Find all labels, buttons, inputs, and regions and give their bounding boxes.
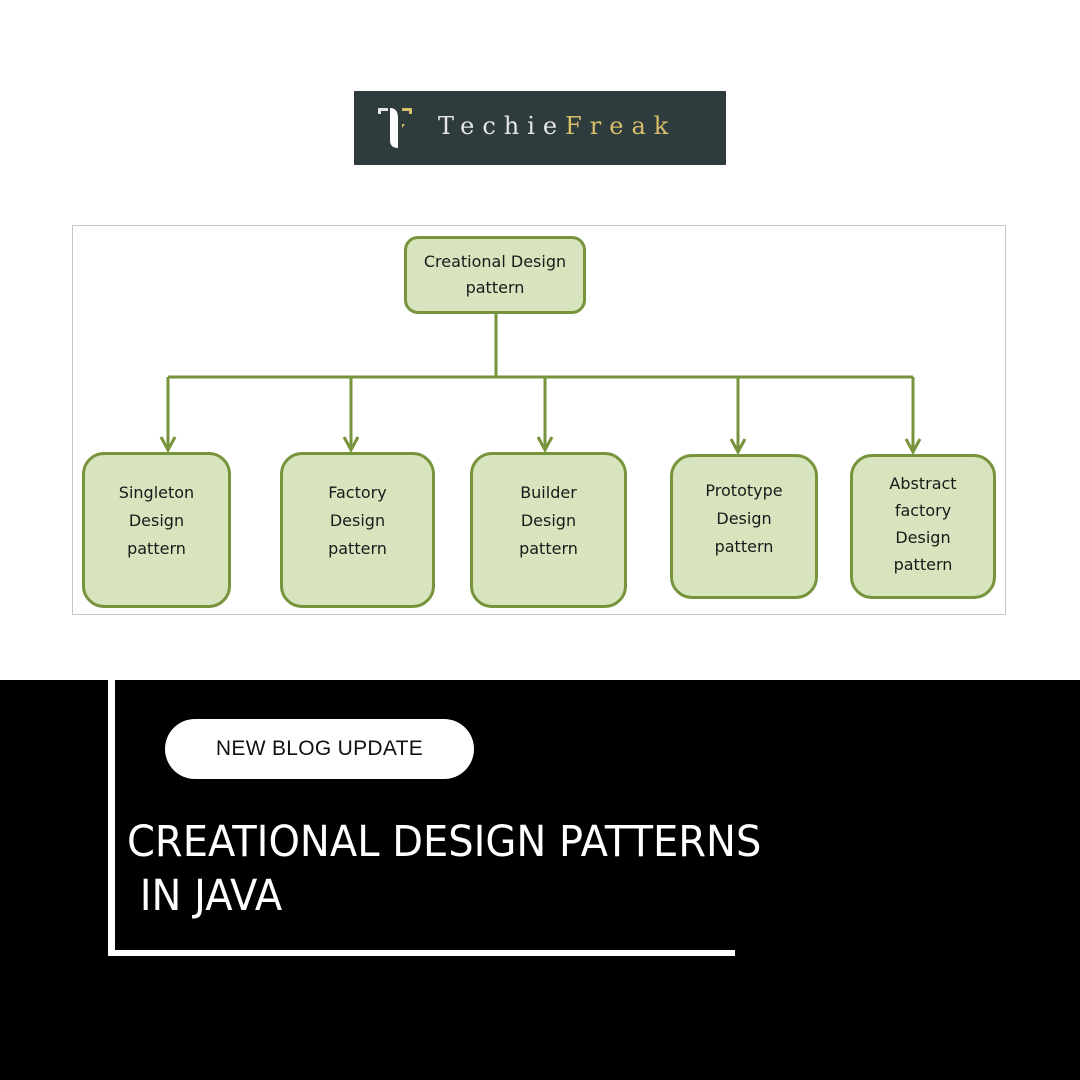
- node-builder: Builder Design pattern: [470, 452, 627, 608]
- node-factory: Factory Design pattern: [280, 452, 435, 608]
- new-blog-update-badge: NEW BLOG UPDATE: [165, 719, 474, 779]
- badge-label: NEW BLOG UPDATE: [215, 737, 424, 760]
- frame-line-vertical: [108, 680, 115, 956]
- page-title: CREATIONAL DESIGN PATTERNS IN JAVA: [127, 817, 762, 921]
- logo-text-techie: Techie: [438, 112, 566, 140]
- node-label: Factory Design pattern: [328, 483, 387, 558]
- node-label: Singleton Design pattern: [118, 483, 195, 558]
- node-creational-design-pattern: Creational Design pattern: [404, 236, 586, 314]
- logo-text: TechieFreak: [438, 111, 676, 141]
- logo-t-icon: [378, 108, 412, 148]
- node-singleton: Singleton Design pattern: [82, 452, 231, 608]
- frame-line-horizontal: [108, 950, 735, 956]
- node-label: Creational Design pattern: [423, 252, 567, 297]
- logo-text-freak: Freak: [565, 112, 677, 140]
- techiefreak-logo: TechieFreak: [354, 91, 726, 165]
- node-prototype: Prototype Design pattern: [670, 454, 818, 599]
- node-label: Prototype Design pattern: [705, 481, 783, 556]
- node-abstract-factory: Abstract factory Design pattern: [850, 454, 996, 599]
- node-label: Abstract factory Design pattern: [889, 474, 957, 574]
- node-label: Builder Design pattern: [519, 483, 578, 558]
